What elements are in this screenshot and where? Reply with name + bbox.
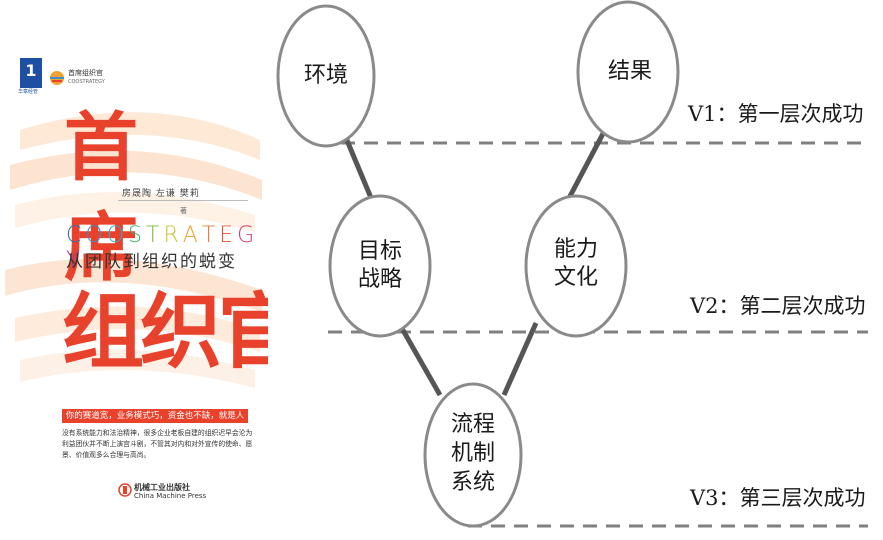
- node-capability-label: 能力 文化: [553, 237, 598, 290]
- node-result: [576, 0, 680, 144]
- level-label-v1: V1：第一层次成功: [688, 102, 864, 126]
- brand-en: COOSTRATEGY: [68, 79, 105, 85]
- publisher-logo: 1: [20, 58, 42, 88]
- english-title-letter: Y: [66, 248, 84, 273]
- connector-capability-result: [565, 126, 609, 202]
- publisher-logo-text: 华章经管: [18, 89, 39, 95]
- cover-english-title: COOSTRATEGY: [66, 223, 268, 273]
- node-capability: [524, 194, 628, 338]
- english-title-letter: E: [219, 223, 238, 248]
- english-title-letter: T: [146, 223, 164, 248]
- node-strategy: [328, 194, 432, 338]
- cover-description: 没有系统能力和法治精神，很多企业老板自建的组织迟早会沦为利益团伙并不断上演宫斗剧…: [62, 429, 253, 459]
- author-role: 著: [180, 207, 187, 215]
- connector-strategy-process: [397, 323, 443, 397]
- level-label-v3: V3：第三层次成功: [690, 486, 866, 510]
- english-title-letter: O: [106, 223, 129, 248]
- author-divider: [118, 200, 248, 201]
- english-title-letter: C: [66, 223, 86, 248]
- english-title-letter: G: [237, 223, 259, 248]
- connector-process-capability: [501, 321, 539, 397]
- english-title-letter: A: [182, 223, 202, 248]
- english-title-letter: R: [163, 223, 183, 248]
- cover-banner: 你的赛道宽，业务模式巧，资金也不缺，就是人不行?: [62, 409, 248, 435]
- brand-name: 首席组织官: [68, 69, 103, 77]
- diagram-lines: [276, 0, 868, 528]
- node-process: [423, 382, 523, 528]
- node-strategy-label: 目标 战略: [357, 239, 402, 292]
- english-title-letter: T: [201, 223, 220, 248]
- english-title-letter: S: [128, 223, 146, 248]
- cover-authors: 房晟陶 左谦 樊莉: [122, 189, 200, 199]
- press-name-en: China Machine Press: [134, 492, 207, 500]
- book-cover: 1 华章经管 首席组织官 COOSTRATEGY 首席 房晟陶 左谦 樊莉 著 …: [0, 0, 268, 540]
- connector-environment-strategy: [343, 137, 377, 206]
- node-result-label: 结果: [607, 59, 652, 84]
- node-process-label: 流程 机制 系统: [450, 412, 495, 495]
- v-model-diagram: 环境 结果 目标 战略 能力 文化 流程 机制 系统 V1：第一层次成功 V2：…: [268, 0, 883, 540]
- cover-title-top: 首席: [64, 105, 178, 291]
- press-name-cn: 机械工业出版社: [134, 483, 190, 492]
- cover-decorative-stripes: [5, 112, 262, 388]
- brand-logo-icon: [50, 71, 64, 85]
- cover-subtitle: 从团队到组织的蜕变: [66, 252, 237, 272]
- node-environment: [276, 4, 376, 148]
- cover-title-bottom: 组织官: [62, 284, 268, 380]
- node-environment-label: 环境: [303, 63, 348, 88]
- english-title-letter: O: [85, 223, 107, 248]
- press-logo-icon: [118, 483, 132, 497]
- level-label-v2: V2：第二层次成功: [690, 294, 866, 318]
